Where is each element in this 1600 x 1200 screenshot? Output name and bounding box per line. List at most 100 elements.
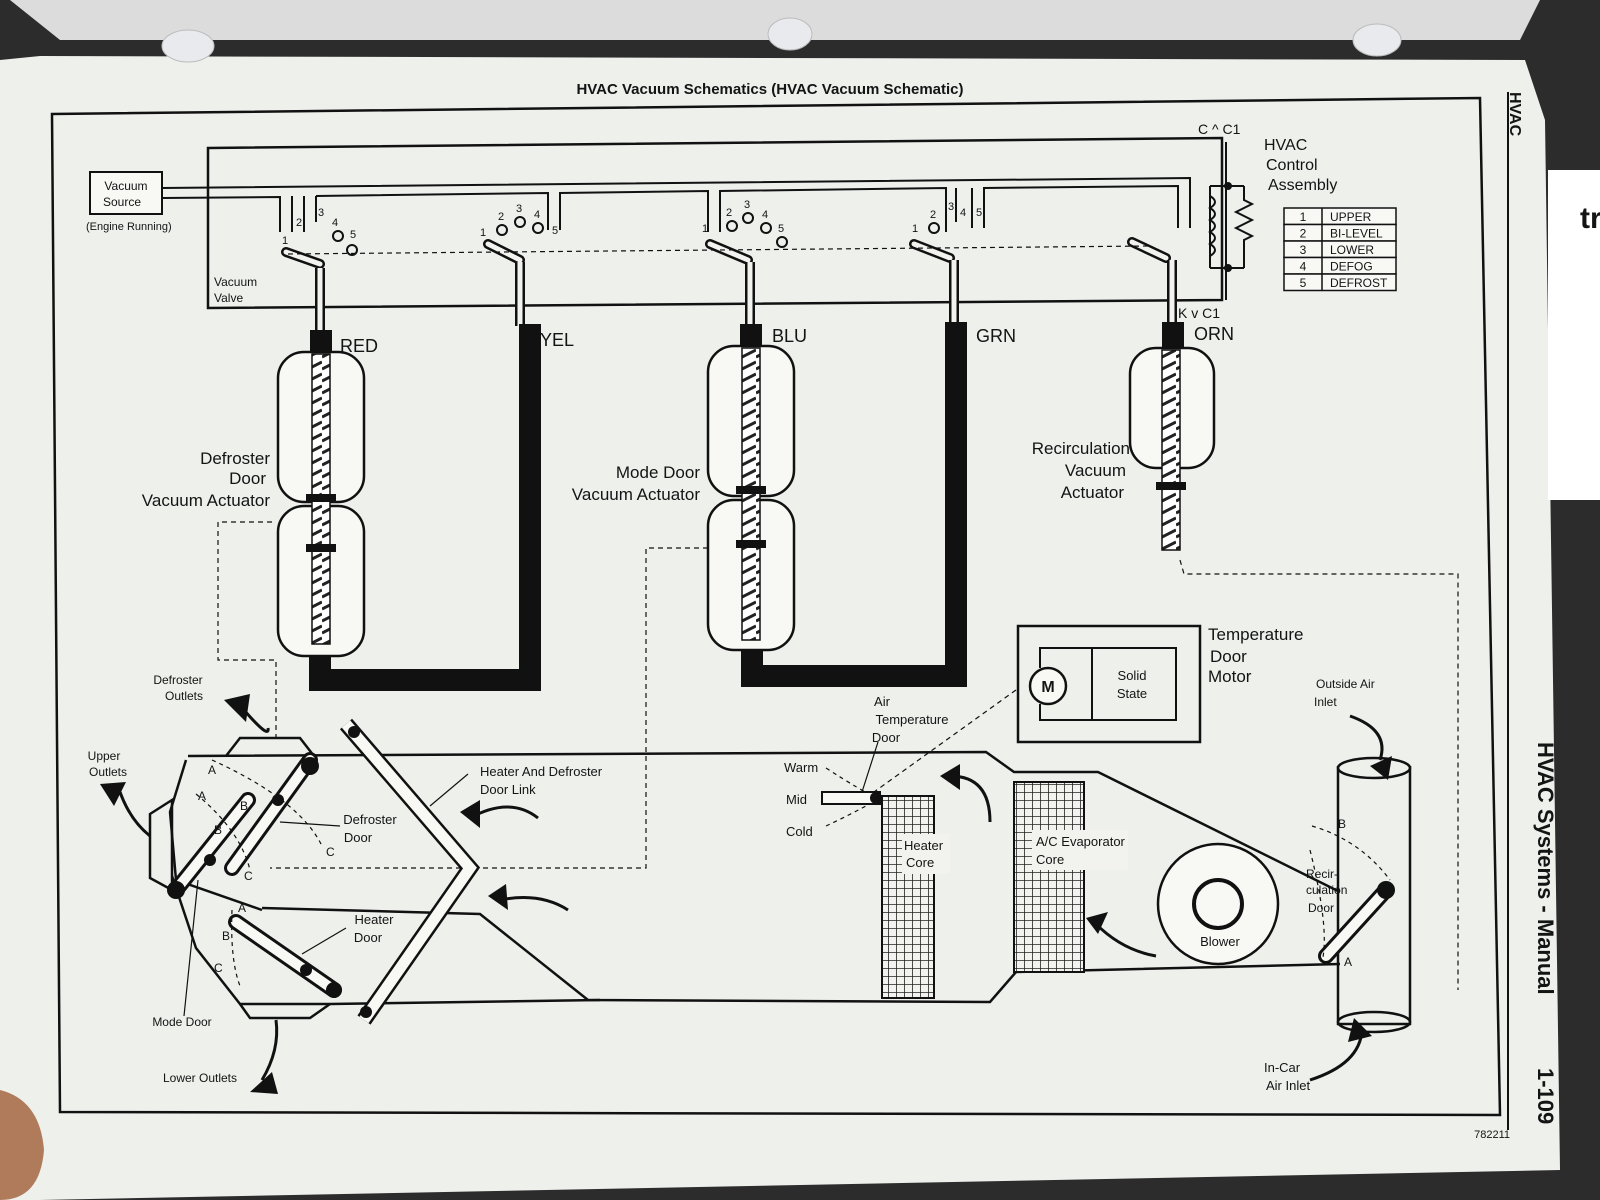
recirc-actuator-label-1: Recirculation: [1032, 439, 1130, 458]
cold-label: Cold: [786, 824, 813, 839]
svg-text:C: C: [244, 869, 253, 883]
door-position-letters: A A B B C C A B C B A: [198, 763, 1352, 975]
ac-evaporator-core: [1013, 781, 1085, 973]
binder-ring-middle: [767, 17, 813, 51]
heater-door-label-1: Heater: [354, 912, 394, 927]
actuator-linkages-dashed: [217, 521, 1459, 990]
legend-number: 3: [1300, 243, 1307, 257]
page-title: HVAC Vacuum Schematics (HVAC Vacuum Sche…: [576, 81, 963, 98]
port-4-label: 4: [534, 209, 540, 221]
heater-core-label-2: Core: [906, 855, 934, 870]
incar-inlet-label-2: Air Inlet: [1266, 1078, 1310, 1093]
heater-core-label-1: Heater: [904, 838, 944, 853]
hose-label-yel: YEL: [540, 330, 574, 350]
upper-outlets-label-2: Outlets: [89, 765, 127, 779]
vacuum-valve-grn: 1 2 3 4 5: [909, 201, 982, 263]
port-3-label: 3: [516, 203, 522, 215]
defroster-door: [224, 752, 319, 876]
legend-mode-label: LOWER: [1330, 243, 1374, 257]
hose-label-grn: GRN: [976, 326, 1016, 346]
recirc-door-label-1: Recir-: [1306, 867, 1338, 881]
legend-number: 1: [1300, 210, 1307, 224]
hose-connector-orn: [1162, 322, 1184, 352]
port-5-label: 5: [778, 223, 784, 235]
legend-mode-label: DEFOG: [1330, 260, 1373, 274]
legend-row: [1283, 273, 1397, 292]
mid-label: Mid: [786, 792, 807, 807]
control-title-1: HVAC: [1264, 137, 1307, 154]
evap-core-label-bg: [1032, 830, 1128, 870]
port-2-label: 2: [726, 207, 732, 219]
port-5-label: 5: [350, 229, 356, 241]
vacuum-valve-label-1: Vacuum: [214, 275, 257, 289]
figure-frame: [50, 96, 1502, 1117]
solid-state-label-1: Solid: [1118, 668, 1147, 683]
svg-text:B: B: [214, 823, 222, 837]
evap-core-label-2: Core: [1036, 852, 1064, 867]
circuit-node-top: [1224, 182, 1232, 190]
heater-core: [881, 795, 935, 999]
binder-ring-right: [1352, 23, 1402, 57]
control-pin-top: C ^ C1: [1198, 121, 1241, 137]
recirc-actuator-label-3: Actuator: [1061, 483, 1125, 502]
recirc-actuator-label-2: Vacuum: [1065, 461, 1126, 480]
defroster-door-vacuum-actuator: [276, 350, 366, 658]
heater-door: [228, 914, 342, 998]
port-1-label: 1: [480, 227, 486, 239]
port-1-label: 1: [282, 235, 288, 247]
port-4-label: 4: [960, 207, 966, 219]
svg-text:A: A: [208, 763, 216, 777]
legend-number: 5: [1300, 276, 1307, 290]
temp-motor-title-2: Door: [1210, 647, 1247, 666]
binder-top-page: [10, 0, 1540, 40]
vacuum-source-box: [89, 171, 163, 215]
defroster-outlets-label-1: Defroster: [153, 673, 202, 687]
binder-ring-left: [161, 29, 215, 63]
svg-text:C: C: [326, 845, 335, 859]
legend-mode-label: BI-LEVEL: [1330, 227, 1383, 241]
legend-mode-label: UPPER: [1330, 210, 1372, 224]
vacuum-valve-label-2: Valve: [214, 291, 243, 305]
figure-code: 782211: [1474, 1129, 1510, 1141]
page-number: 1-109: [1533, 1068, 1558, 1124]
mode-actuator-label-2: Vacuum Actuator: [572, 485, 701, 504]
defroster-door-label-1: Defroster: [343, 812, 397, 827]
vacuum-valve-orn: [1127, 237, 1171, 263]
port-2-label: 2: [498, 211, 504, 223]
mode-actuator-label-1: Mode Door: [616, 463, 700, 482]
port-2-label: 2: [930, 209, 936, 221]
defroster-actuator-label-2: Door: [229, 469, 266, 488]
footer-section-title: HVAC Systems - Manual: [1533, 742, 1558, 995]
air-temp-door-label-1: Air: [874, 694, 891, 709]
svg-text:C: C: [214, 961, 223, 975]
door-link-inner: [341, 720, 477, 1024]
vacuum-manifold: [161, 176, 1191, 232]
control-title-3: Assembly: [1268, 177, 1337, 194]
port-2-label: 2: [296, 217, 302, 229]
mode-door-label: Mode Door: [152, 1015, 211, 1029]
vacuum-valve-blu: 1 2 3 4 5: [702, 199, 788, 265]
mode-door: [167, 792, 256, 899]
vacuum-source-label-1: Vacuum: [104, 179, 147, 193]
port-3-label: 3: [744, 199, 750, 211]
circuit-node-bottom: [1224, 264, 1232, 272]
adjacent-page-edge: [1548, 170, 1600, 500]
outside-inlet-label-1: Outside Air: [1316, 677, 1375, 691]
air-temperature-door: [821, 791, 882, 805]
recirculation-vacuum-actuator: [1128, 346, 1216, 551]
upper-outlets-label-1: Upper: [88, 749, 121, 763]
vacuum-source-label-2: Source: [103, 195, 141, 209]
port-1-label: 1: [912, 223, 918, 235]
port-4-label: 4: [762, 209, 768, 221]
control-title-2: Control: [1266, 157, 1318, 174]
solid-state-label-2: State: [1117, 686, 1147, 701]
hvac-control-assembly-box: [206, 136, 1224, 310]
blower-label: Blower: [1200, 934, 1240, 949]
temperature-door-motor: [1016, 624, 1202, 744]
incar-inlet-label-1: In-Car: [1264, 1060, 1301, 1075]
defroster-door-label-2: Door: [344, 830, 373, 845]
svg-text:A: A: [1344, 955, 1352, 969]
port-5-label: 5: [976, 207, 982, 219]
port-5-label: 5: [552, 225, 558, 237]
svg-text:B: B: [240, 799, 248, 813]
